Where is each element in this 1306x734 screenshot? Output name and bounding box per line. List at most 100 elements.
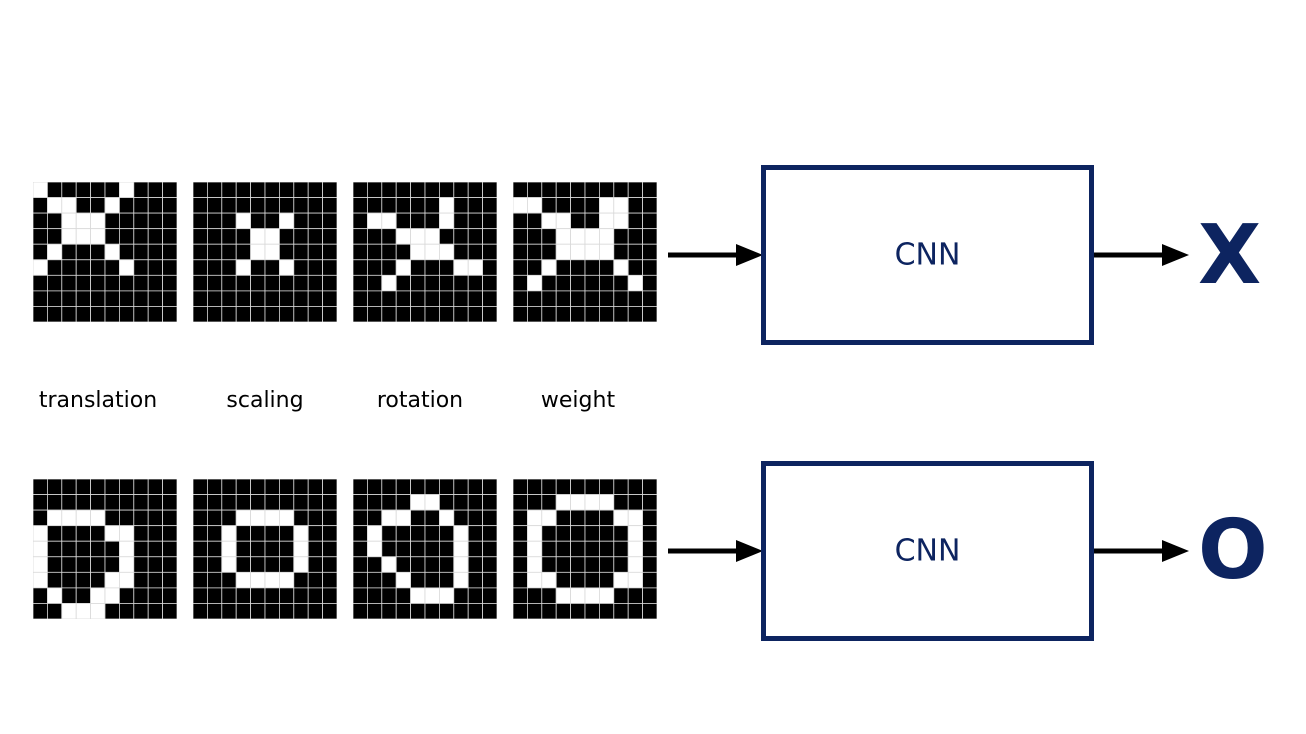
pixel-cell	[193, 212, 208, 230]
pixel-cell	[307, 197, 323, 214]
pixel-cell	[307, 509, 323, 527]
pixel-cell	[307, 603, 323, 619]
pixel-cell	[599, 603, 615, 619]
pixel-cell	[293, 274, 309, 292]
pixel-cell	[642, 243, 657, 261]
pixel-cell	[366, 290, 383, 307]
pixel-cell	[424, 259, 440, 276]
pixel-cell	[293, 212, 309, 230]
pixel-cell	[541, 212, 557, 230]
pixel-cell	[599, 571, 615, 589]
pixel-cell	[513, 274, 528, 292]
label-translation: translation	[38, 388, 158, 413]
pixel-cell	[381, 306, 397, 322]
pixel-cell	[250, 259, 266, 276]
pixel-cell	[627, 587, 643, 604]
label-scaling: scaling	[226, 388, 304, 413]
pixel-cell	[395, 274, 412, 292]
pixel-cell	[555, 494, 572, 511]
pixel-cell	[439, 556, 455, 573]
pixel-cell	[482, 603, 497, 619]
pixel-cell	[541, 587, 557, 604]
pixel-cell	[439, 479, 455, 495]
pixel-cell	[555, 603, 572, 619]
label-weight: weight	[540, 388, 616, 413]
pixel-cell	[482, 556, 497, 573]
pixel-cell	[133, 603, 149, 619]
pixel-cell	[250, 290, 266, 307]
pixel-cell	[439, 306, 455, 322]
pixel-cell	[193, 243, 208, 261]
pixel-cell	[250, 243, 266, 261]
pixel-cell	[467, 274, 483, 292]
pixel-cell	[235, 228, 252, 245]
pixel-cell	[322, 494, 337, 511]
pixel-cell	[353, 479, 368, 495]
pixel-cell	[279, 212, 295, 230]
pixel-cell	[366, 556, 383, 573]
pixel-cell	[642, 274, 657, 292]
pixel-cell	[570, 556, 586, 573]
pixel-cell	[133, 494, 149, 511]
pixel-cell	[541, 509, 557, 527]
pixel-cell	[599, 494, 615, 511]
pixel-cell	[353, 259, 368, 276]
pixel-cell	[75, 197, 92, 214]
pixel-cell	[162, 571, 177, 589]
pixel-cell	[410, 525, 426, 542]
pixel-cell	[61, 571, 77, 589]
pixel-cell	[526, 479, 543, 495]
pixel-cell	[235, 274, 252, 292]
pixel-cell	[206, 525, 223, 542]
pixel-cell	[482, 274, 497, 292]
pixel-cell	[410, 197, 426, 214]
pixel-cell	[162, 259, 177, 276]
pixel-cell	[642, 182, 657, 198]
pixel-cell	[453, 479, 469, 495]
pixel-cell	[147, 306, 163, 322]
pixel-cell	[613, 243, 629, 261]
pixel-cell	[279, 556, 295, 573]
pixel-cell	[395, 306, 412, 322]
pixel-cell	[61, 509, 77, 527]
pixel-cell	[206, 259, 223, 276]
pixel-cell	[584, 243, 600, 261]
pixel-cell	[439, 509, 455, 527]
pixel-cell	[46, 603, 63, 619]
pixel-cell	[570, 259, 586, 276]
pixel-cell	[193, 290, 208, 307]
pixel-cell	[193, 587, 208, 604]
pixel-cell	[513, 228, 528, 245]
pixel-cell	[119, 243, 135, 261]
pixel-cell	[46, 182, 63, 198]
pixel-cell	[221, 540, 237, 558]
pixel-cell	[264, 587, 280, 604]
pixel-cell	[33, 540, 48, 558]
pixel-cell	[395, 479, 412, 495]
pixel-cell	[353, 509, 368, 527]
pixel-cell	[541, 603, 557, 619]
pixel-cell	[381, 556, 397, 573]
pixel-cell	[221, 306, 237, 322]
pixel-cell	[613, 212, 629, 230]
pixel-cell	[279, 540, 295, 558]
pixel-cell	[366, 212, 383, 230]
pixel-cell	[193, 197, 208, 214]
pixel-cell	[410, 603, 426, 619]
pixel-cell	[439, 274, 455, 292]
pixel-cell	[570, 182, 586, 198]
pixel-cell	[61, 479, 77, 495]
pixel-cell	[75, 603, 92, 619]
pixel-cell	[119, 556, 135, 573]
pixel-cell	[627, 603, 643, 619]
pixel-cell	[599, 228, 615, 245]
pixel-cell	[395, 212, 412, 230]
pixel-cell	[293, 540, 309, 558]
pixel-cell	[193, 540, 208, 558]
pixel-cell	[613, 525, 629, 542]
pixel-cell	[46, 259, 63, 276]
pixel-cell	[264, 540, 280, 558]
pixel-cell	[250, 571, 266, 589]
pixel-cell	[555, 197, 572, 214]
pixel-cell	[555, 571, 572, 589]
